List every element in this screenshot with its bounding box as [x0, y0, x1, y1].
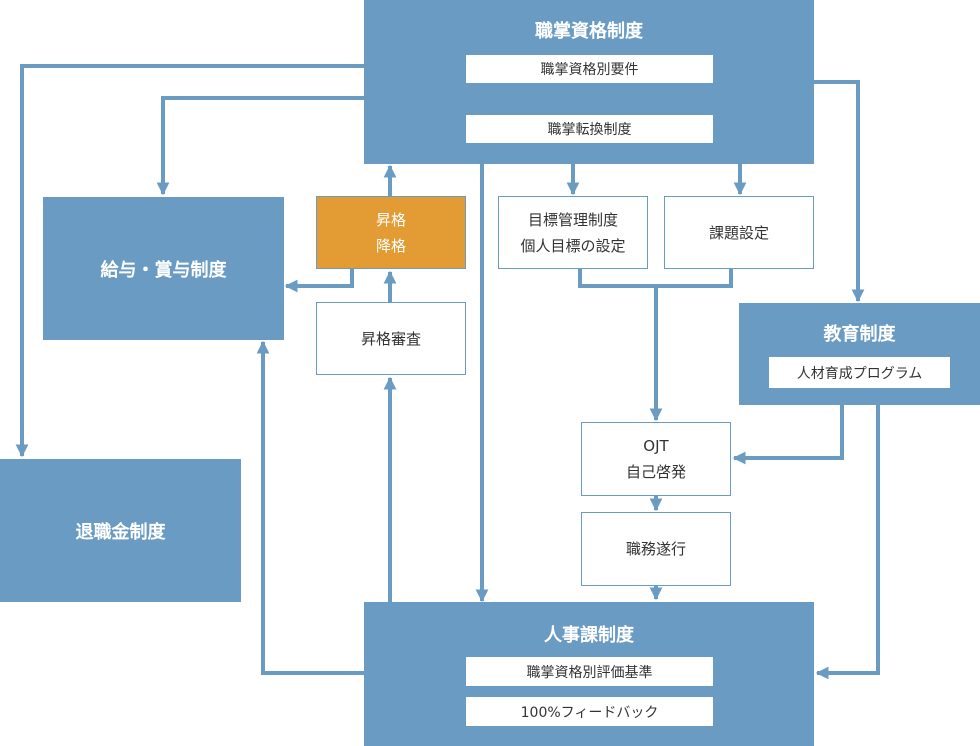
arrow-evaluation-to-salary — [256, 340, 364, 675]
arrow-objectives-merge — [578, 269, 733, 288]
arrow-to-retirement — [15, 64, 364, 458]
duty-execution-label: 職務遂行 — [625, 540, 686, 558]
arrow-promotion-to-salary — [284, 269, 354, 293]
evaluation-criteria-item: 職掌資格別評価基準 — [466, 657, 713, 686]
evaluation-system-title: 人事課制度 — [544, 625, 634, 646]
retirement-block: 退職金制度 — [0, 459, 241, 602]
promotion-review-box: 昇格審査 — [316, 302, 466, 375]
demotion-label: 降格 — [375, 236, 406, 255]
objectives-label: 目標管理制度 — [527, 210, 618, 229]
evaluation-system-block: 人事課制度 職掌資格別評価基準 100%フィードバック — [364, 602, 814, 746]
ojt-label: OJT — [643, 437, 669, 455]
salary-bonus-title: 給与・賞与制度 — [100, 259, 227, 281]
arrow-education-to-ojt — [732, 405, 844, 465]
qualification-system-title: 職掌資格制度 — [535, 21, 643, 42]
talent-program-item: 人材育成プログラム — [769, 357, 950, 388]
arrow-to-salary — [156, 96, 364, 196]
position-transfer-item: 職掌転換制度 — [466, 115, 713, 143]
self-development-label: 自己啓発 — [625, 463, 686, 481]
promotion-demotion-box: 昇格 降格 — [316, 196, 466, 269]
task-setting-label: 課題設定 — [708, 223, 769, 242]
qualification-system-block: 職掌資格制度 職掌資格別要件 職掌転換制度 — [364, 0, 814, 164]
arrow-education-to-evaluation — [815, 405, 880, 680]
objectives-box: 目標管理制度 個人目標の設定 — [498, 196, 648, 269]
retirement-title: 退職金制度 — [75, 521, 166, 543]
feedback-item: 100%フィードバック — [466, 697, 713, 726]
duty-execution-box: 職務遂行 — [581, 512, 731, 586]
arrow-to-education — [814, 80, 865, 303]
task-setting-box: 課題設定 — [664, 196, 814, 269]
education-title: 教育制度 — [823, 324, 896, 345]
salary-bonus-block: 給与・賞与制度 — [43, 197, 284, 340]
ojt-box: OJT 自己啓発 — [581, 422, 731, 496]
education-block: 教育制度 人材育成プログラム — [739, 303, 980, 405]
qualification-requirements-item: 職掌資格別要件 — [466, 55, 713, 83]
promotion-review-label: 昇格審査 — [360, 329, 421, 348]
promotion-label: 昇格 — [375, 210, 406, 229]
personal-goals-label: 個人目標の設定 — [520, 236, 626, 255]
